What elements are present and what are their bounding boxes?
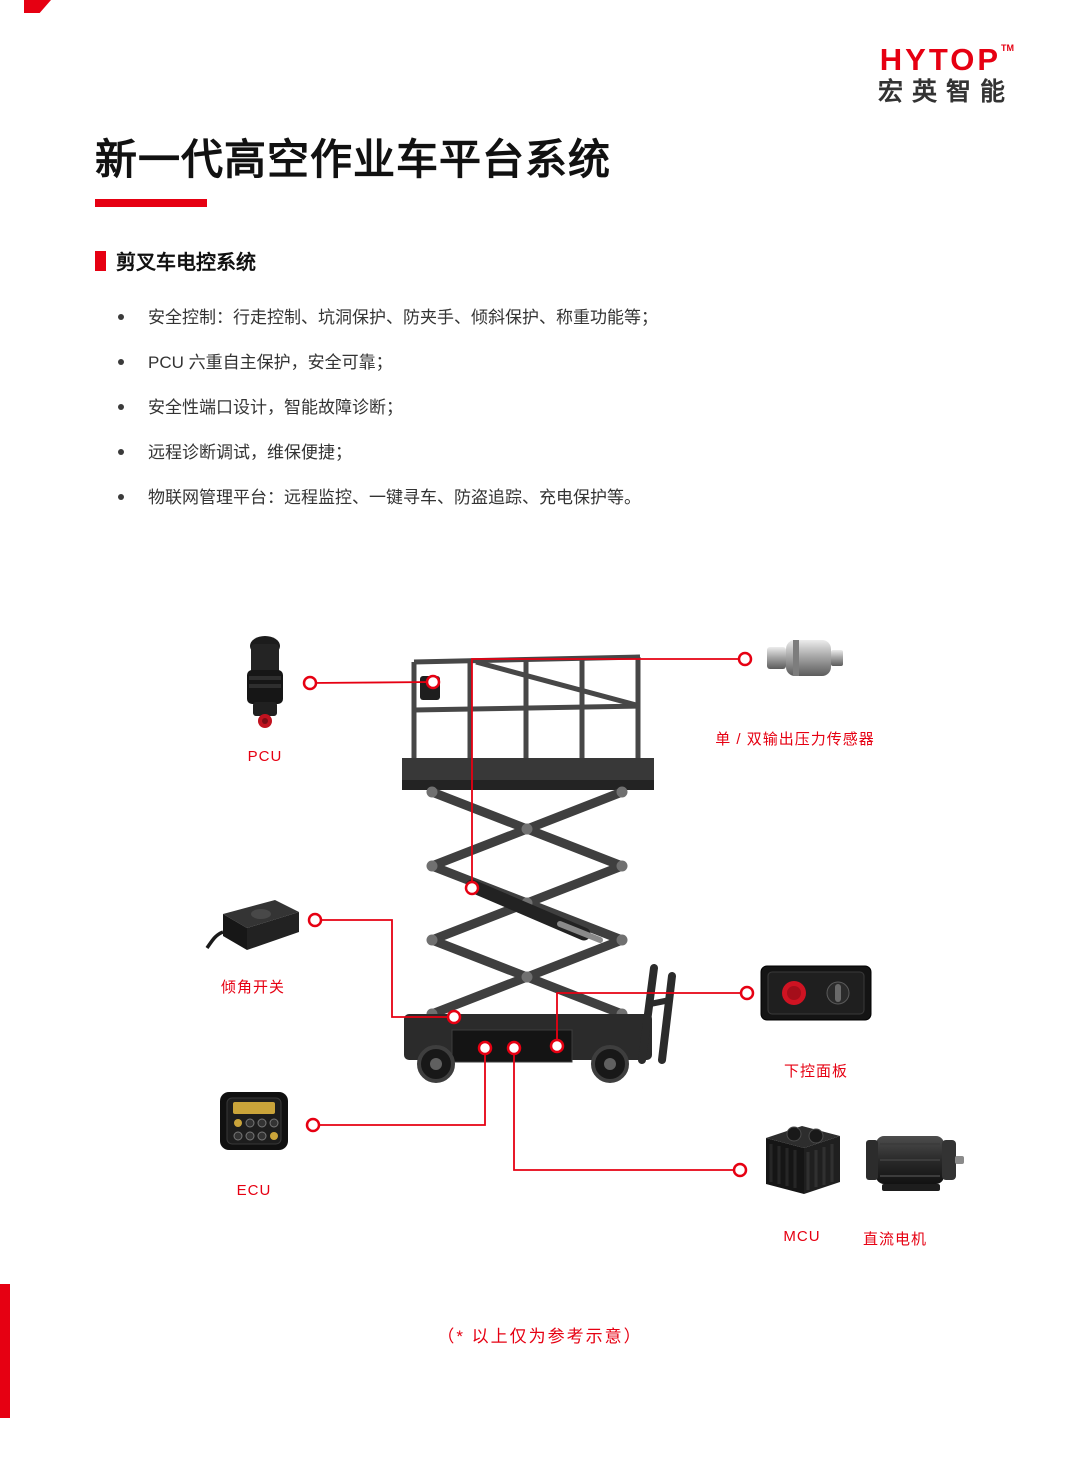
tilt-switch-image [205, 888, 305, 963]
page-title: 新一代高空作业车平台系统 [95, 136, 612, 183]
bullet-dot [118, 404, 124, 410]
list-item: 物联网管理平台：远程监控、一键寻车、防盗追踪、充电保护等。 [118, 486, 658, 510]
bullet-dot [118, 449, 124, 455]
pcu-label: PCU [247, 748, 283, 765]
bullet-dot [118, 359, 124, 365]
logo-wordmark: HYTOP [879, 42, 1001, 77]
pressure-sensor-image [762, 632, 848, 689]
bullet-text: 远程诊断调试，维保便捷； [148, 443, 352, 462]
corner-accent-ribbon [24, 0, 51, 13]
ecu-label: ECU [236, 1182, 272, 1199]
brand-logo-subtitle: 宏英智能 [877, 78, 1014, 106]
brand-logo: HYTOPTM 宏英智能 [878, 44, 1014, 105]
component-diagram: PCU 单 / 双输出压力传感器 [0, 620, 1080, 1400]
callout-lines [309, 658, 747, 1171]
title-underline [95, 199, 207, 207]
bullet-text: 安全性端口设计，智能故障诊断； [148, 398, 403, 417]
section-accent-chip [95, 250, 106, 271]
bullet-dot [118, 314, 124, 320]
tilt-switch-label: 倾角开关 [220, 979, 285, 996]
scissor-lift-illustration [302, 651, 755, 1178]
dc-motor-image [858, 1122, 968, 1207]
trademark-mark: TM [1001, 43, 1014, 53]
bullet-text: 安全控制：行走控制、坑洞保护、防夹手、倾斜保护、称重功能等； [148, 308, 658, 327]
list-item: 远程诊断调试，维保便捷； [118, 441, 658, 465]
brand-logo-text: HYTOPTM [878, 42, 1014, 77]
mcu-label: MCU [783, 1228, 821, 1245]
list-item: 安全控制：行走控制、坑洞保护、防夹手、倾斜保护、称重功能等； [118, 306, 658, 330]
lower-control-panel-image [760, 962, 872, 1029]
lower-control-panel-label: 下控面板 [783, 1063, 848, 1080]
pcu-image [225, 632, 305, 737]
bullet-dot [118, 494, 124, 500]
left-accent-bar [0, 1284, 10, 1418]
pressure-sensor-label: 单 / 双输出压力传感器 [715, 731, 875, 748]
list-item: PCU 六重自主保护，安全可靠； [118, 351, 658, 375]
bullet-text: 物联网管理平台：远程监控、一键寻车、防盗追踪、充电保护等。 [148, 488, 641, 507]
ecu-image [218, 1090, 290, 1157]
bullet-text: PCU 六重自主保护，安全可靠； [148, 353, 393, 372]
feature-list: 安全控制：行走控制、坑洞保护、防夹手、倾斜保护、称重功能等； PCU 六重自主保… [118, 306, 658, 531]
callout-dots [302, 651, 755, 1178]
dc-motor-label: 直流电机 [862, 1231, 927, 1248]
section-title: 剪叉车电控系统 [116, 252, 256, 274]
mcu-image [756, 1116, 848, 1209]
list-item: 安全性端口设计，智能故障诊断； [118, 396, 658, 420]
reference-footnote: （* 以上仅为参考示意） [437, 1327, 643, 1346]
section-header: 剪叉车电控系统 [95, 246, 256, 275]
